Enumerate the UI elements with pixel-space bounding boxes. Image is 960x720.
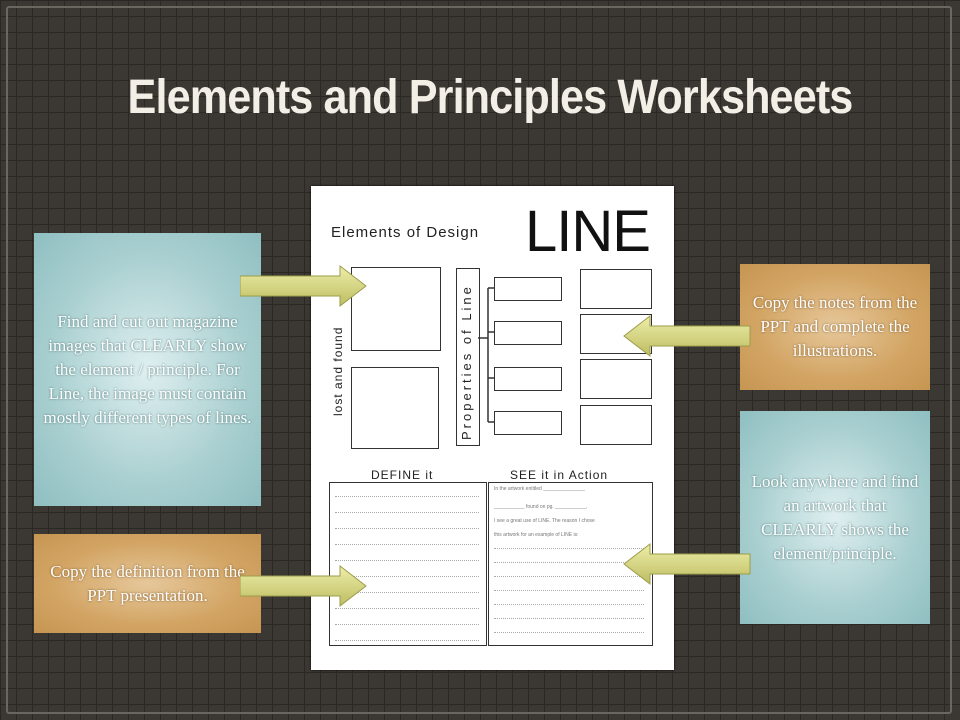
- ruled-line: [494, 562, 644, 563]
- see-line: ___________ found on pg. ___________,: [494, 504, 588, 510]
- ruled-line: [494, 618, 644, 619]
- ruled-line: [335, 624, 479, 625]
- illustration-box: [580, 359, 652, 399]
- illustration-box: [580, 405, 652, 445]
- ruled-line: [335, 640, 479, 641]
- arrow-left-icon: [623, 314, 751, 358]
- ruled-line: [335, 576, 479, 577]
- property-bar: [494, 277, 562, 301]
- ruled-line: [494, 590, 644, 591]
- note-ppt: Copy the notes from the PPT and complete…: [740, 264, 930, 390]
- property-bar: [494, 411, 562, 435]
- worksheet-heading: Elements of Design: [331, 224, 480, 241]
- arrow-left-icon: [623, 542, 751, 586]
- ruled-line: [335, 560, 479, 561]
- worksheet-page: Elements of Design LINE lost and found P…: [311, 186, 674, 670]
- ruled-line: [494, 548, 644, 549]
- ruled-line: [494, 604, 644, 605]
- arrow-right-icon: [240, 564, 367, 608]
- worksheet-big-word: LINE: [525, 199, 651, 264]
- note-magazine: Find and cut out magazine images that CL…: [34, 233, 261, 506]
- slide-frame: [6, 6, 952, 714]
- see-line: In the artwork entitled _______________: [494, 486, 585, 492]
- ruled-line: [335, 496, 479, 497]
- properties-bracket: [478, 287, 494, 423]
- illustration-box: [580, 269, 652, 309]
- properties-frame: [456, 268, 480, 446]
- define-title: DEFINE it: [371, 468, 434, 482]
- note-artwork: Look anywhere and find an artwork that C…: [740, 411, 930, 624]
- define-area: [329, 482, 487, 646]
- arrow-right-icon: [240, 264, 367, 308]
- see-line: I see a great use of LINE. The reason I …: [494, 518, 595, 524]
- ruled-line: [494, 632, 644, 633]
- property-bar: [494, 367, 562, 391]
- lost-found-box-top: [351, 267, 441, 351]
- lost-and-found-label: lost and found: [331, 326, 345, 416]
- ruled-line: [335, 544, 479, 545]
- note-definition: Copy the definition from the PPT present…: [34, 534, 261, 633]
- see-line: this artwork for an example of LINE is:: [494, 532, 579, 538]
- properties-label: Properties of Line: [459, 284, 474, 440]
- ruled-line: [335, 512, 479, 513]
- property-bar: [494, 321, 562, 345]
- lost-found-box-bottom: [351, 367, 439, 449]
- ruled-line: [494, 576, 644, 577]
- see-title: SEE it in Action: [510, 468, 609, 482]
- ruled-line: [335, 528, 479, 529]
- ruled-line: [335, 608, 479, 609]
- slide-title: Elements and Principles Worksheets: [127, 71, 854, 124]
- ruled-line: [335, 592, 479, 593]
